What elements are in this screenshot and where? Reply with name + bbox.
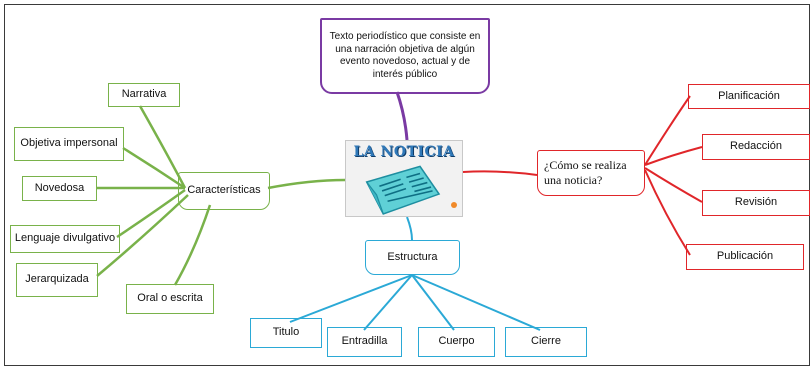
connector-oral (173, 204, 212, 286)
process-step-publicacion: Publicación (686, 244, 804, 270)
definition-text: Texto periodístico que consiste en una n… (329, 31, 481, 80)
connector-revision (644, 167, 703, 203)
structure-part-cuerpo: Cuerpo (418, 327, 495, 357)
connector-cierre (411, 274, 541, 331)
structure-part-cierre: Cierre (505, 327, 587, 357)
connector-process (462, 170, 538, 176)
connector-objetiva (122, 146, 186, 190)
characteristic-jerarquizada: Jerarquizada (16, 263, 98, 297)
structure-part-titulo: Titulo (250, 318, 322, 348)
diagram-frame (4, 4, 810, 366)
characteristic-oral-o-escrita: Oral o escrita (126, 284, 214, 314)
connector-definition (395, 91, 409, 141)
newspaper-icon (365, 165, 441, 215)
process-step-planificacion: Planificación (688, 84, 810, 109)
connector-structure (406, 216, 413, 241)
connector-cuerpo (411, 274, 455, 331)
characteristic-lenguaje-divulgativo: Lenguaje divulgativo (10, 225, 120, 253)
connector-redaccion (644, 146, 703, 166)
connector-planificacion (644, 95, 691, 166)
center-topic: LA NOTICIA (345, 140, 463, 217)
definition-box: Texto periodístico que consiste en una n… (320, 18, 490, 94)
structure-part-entradilla: Entradilla (327, 327, 402, 357)
characteristics-node: Características (178, 172, 270, 210)
structure-node: Estructura (365, 240, 460, 275)
connector-publicacion (644, 169, 691, 256)
connector-titulo (289, 274, 413, 323)
connector-entradilla (363, 274, 413, 331)
center-title: LA NOTICIA (353, 144, 455, 160)
process-node: ¿Cómo se realiza una noticia? (537, 150, 645, 196)
orange-dot-icon (451, 202, 457, 208)
process-step-revision: Revisión (702, 190, 810, 216)
connector-jerarquizada (96, 194, 189, 277)
characteristic-objetiva-impersonal: Objetiva impersonal (14, 127, 124, 161)
characteristic-novedosa: Novedosa (22, 176, 97, 201)
connector-characteristics (267, 178, 346, 190)
characteristic-narrativa: Narrativa (108, 83, 180, 107)
process-step-redaccion: Redacción (702, 134, 810, 160)
